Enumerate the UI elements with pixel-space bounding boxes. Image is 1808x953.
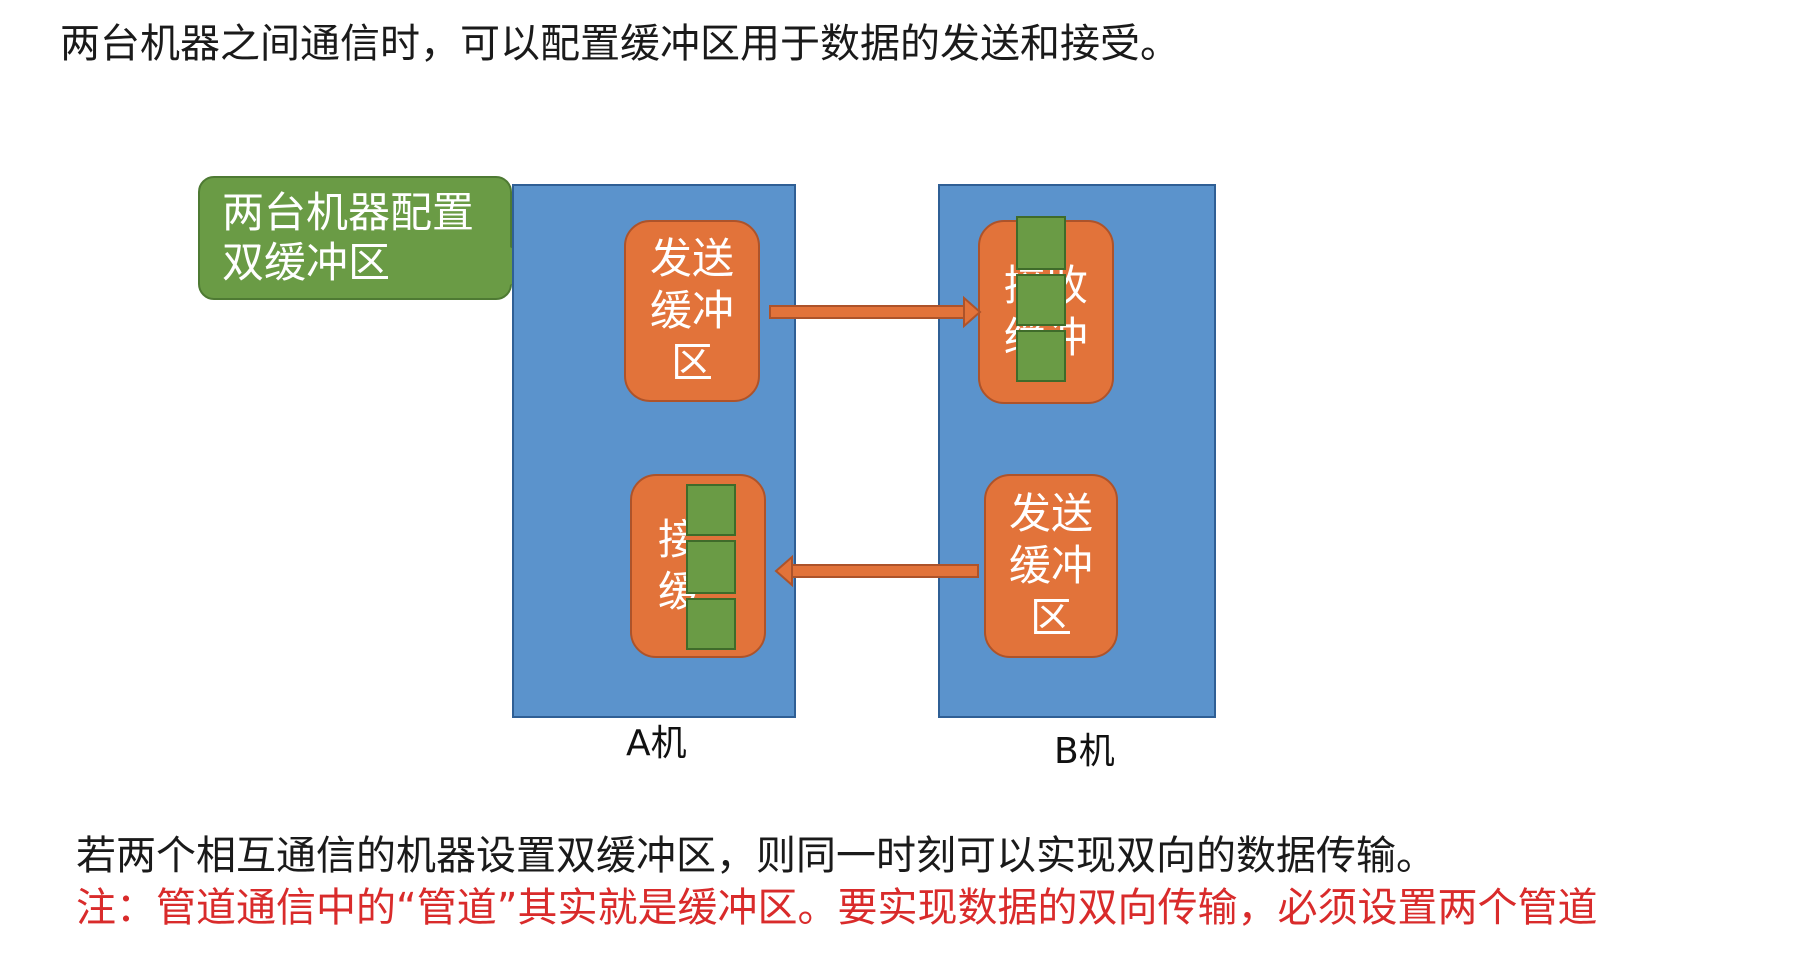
callout-line-1: 两台机器配置 [222, 188, 475, 237]
top-caption: 两台机器之间通信时，可以配置缓冲区用于数据的发送和接受。 [60, 21, 1180, 67]
bottom-caption: 若两个相互通信的机器设置双缓冲区，则同一时刻可以实现双向的数据传输。 [76, 833, 1436, 879]
buffer-text-line: 缓冲 [649, 286, 734, 335]
arrow-left-icon [774, 554, 979, 588]
machine-b-send-buffer: 发送 缓冲 区 [984, 474, 1118, 658]
buffer-text-line: 区 [670, 338, 713, 387]
callout-line-2: 双缓冲区 [222, 238, 391, 287]
data-block [1016, 216, 1066, 270]
data-block [686, 540, 736, 594]
callout-double-buffer: 两台机器配置 双缓冲区 [198, 176, 512, 300]
buffer-text-line: 区 [1029, 593, 1072, 642]
arrow-right-icon [769, 295, 982, 329]
pipe-note: 注：管道通信中的“管道”其实就是缓冲区。要实现数据的双向传输，必须设置两个管道 [76, 885, 1598, 931]
buffer-text-line: 缓冲 [1008, 541, 1093, 590]
buffer-text-line: 发送 [649, 234, 734, 283]
data-block [1016, 330, 1066, 382]
data-block [686, 484, 736, 536]
machine-a-send-buffer: 发送 缓冲 区 [624, 220, 760, 402]
machine-a-label: A机 [626, 723, 687, 764]
machine-b-label: B机 [1054, 731, 1115, 772]
data-block [1016, 274, 1066, 326]
data-block [686, 598, 736, 650]
buffer-text-line: 发送 [1008, 489, 1093, 538]
